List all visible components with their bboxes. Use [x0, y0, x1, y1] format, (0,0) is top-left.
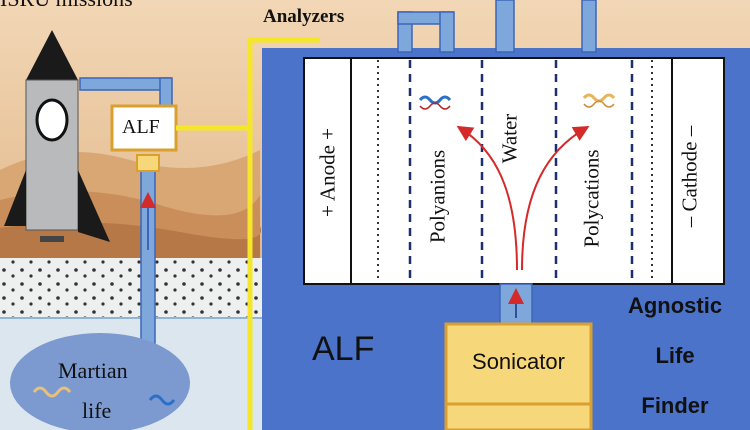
sonicator-label: Sonicator — [472, 349, 565, 374]
acronym-life: Life — [655, 343, 695, 368]
cathode-label: – Cathode – — [677, 125, 702, 228]
migration-arrow — [521, 125, 590, 271]
anode-label: + Anode + — [315, 128, 340, 218]
alf-box-label: ALF — [122, 116, 160, 138]
dna-strand-icon — [32, 386, 72, 398]
dna-orange-icon — [582, 93, 616, 108]
hill — [0, 222, 261, 262]
acronym-finder: Finder — [641, 393, 709, 418]
polycations-label: Polycations — [579, 149, 604, 248]
water-label: Water — [497, 113, 522, 164]
rocket — [4, 30, 110, 242]
isru-text: ISRU missions — [0, 0, 133, 12]
martian-label-line1: Martian — [58, 358, 128, 383]
migration-arrow — [456, 125, 518, 271]
analyzers-label: Analyzers — [263, 6, 345, 27]
sample-pipes — [79, 77, 173, 381]
martian-label-line2: life — [82, 398, 112, 423]
analyzer-pipes — [397, 0, 597, 53]
polyanions-label: Polyanions — [425, 149, 450, 244]
martian-life-pool — [10, 333, 190, 430]
dna-blue-icon — [418, 95, 452, 110]
regolith-layer — [0, 258, 262, 320]
sampler-module — [136, 154, 160, 172]
acronym-agnostic: Agnostic — [627, 293, 723, 318]
dna-strand-icon — [148, 394, 176, 406]
alf-big-label: ALF — [312, 330, 375, 368]
